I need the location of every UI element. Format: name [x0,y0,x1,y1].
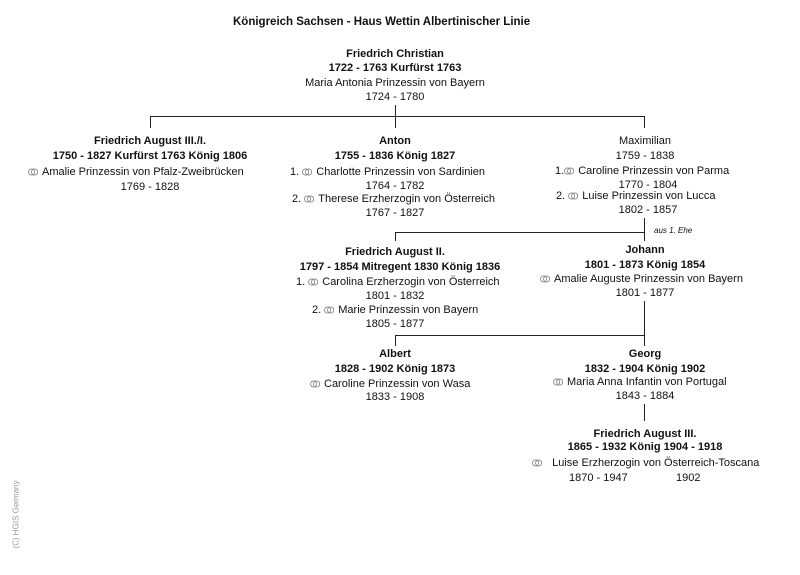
person-name: Maximilian [619,135,671,147]
marriage-rings-icon [308,278,319,286]
marriage-number: 2. [312,304,322,316]
person-dates: 1801 - 1873 König 1854 [584,259,706,271]
spouse-dates: 1770 - 1804 [618,179,678,191]
spouse-name: Caroline Prinzessin von Wasa [324,378,471,390]
marriage-rings-icon [310,380,320,388]
person-dates: 1722 - 1763 Kurfürst 1763 [328,62,462,74]
person-dates: 1832 - 1904 König 1902 [584,363,706,375]
connector-line [644,218,645,241]
marriage-number: 1. [290,166,300,178]
spouse-name: Maria Antonia Prinzessin von Bayern [305,77,485,89]
person-name: Johann [625,244,665,256]
marriage-rings-icon [564,167,575,175]
spouse-name: Therese Erzherzogin von Österreich [318,193,495,205]
marriage-number: 1. [555,165,565,177]
connector-line [395,335,645,336]
page-title: Königreich Sachsen - Haus Wettin Alberti… [233,16,531,28]
connector-line [150,116,645,117]
person-name: Friedrich August III. [593,428,697,440]
connector-line [644,116,645,128]
person-dates: 1865 - 1932 König 1904 - 1918 [567,441,723,453]
marriage-rings-icon [532,459,542,467]
marriage-number: 1. [296,276,306,288]
person-name: Georg [628,348,662,360]
connector-line [150,116,151,128]
marriage-rings-icon [304,195,315,203]
spouse-dates: 1767 - 1827 [365,207,425,219]
marriage-rings-icon [540,275,550,283]
connector-line [395,116,396,128]
spouse-dates: 1870 - 1947 [569,472,628,484]
spouse-name: Caroline Prinzessin von Parma [578,165,730,177]
spouse-name: Luise Prinzessin von Lucca [582,190,716,202]
spouse-dates: 1805 - 1877 [365,318,425,330]
marriage-number: 2. [292,193,302,205]
person-name: Albert [379,348,411,360]
marriage-rings-icon [28,168,38,176]
divorce-year: 1902 [676,472,701,484]
marriage-number: 2. [556,190,566,202]
spouse-name: Marie Prinzessin von Bayern [338,304,479,316]
spouse-name: Amalie Auguste Prinzessin von Bayern [554,273,743,285]
connector-line [644,301,645,346]
spouse-dates: 1802 - 1857 [618,204,678,216]
marriage-note: aus 1. Ehe [654,226,693,235]
spouse-dates: 1843 - 1884 [615,390,675,402]
person-name: Friedrich Christian [346,48,444,60]
spouse-name: Luise Erzherzogin von Österreich-Toscana [552,457,760,469]
marriage-rings-icon [568,192,579,200]
marriage-rings-icon [553,378,563,386]
spouse-dates: 1769 - 1828 [120,181,180,193]
person-name: Friedrich August II. [345,246,445,258]
person-dates: 1759 - 1838 [615,150,675,162]
person-dates: 1750 - 1827 Kurfürst 1763 König 1806 [52,150,248,162]
spouse-dates: 1801 - 1877 [615,287,675,299]
connector-line [395,232,396,241]
spouse-dates: 1764 - 1782 [365,180,425,192]
person-dates: 1797 - 1854 Mitregent 1830 König 1836 [299,261,501,273]
person-name: Friedrich August III./I. [93,135,207,147]
connector-line [395,105,396,116]
spouse-name: Amalie Prinzessin von Pfalz-Zweibrücken [42,166,244,178]
spouse-dates: 1724 - 1780 [365,91,425,103]
person-dates: 1828 - 1902 König 1873 [334,363,456,375]
connector-line [395,232,645,233]
marriage-rings-icon [324,306,335,314]
spouse-name: Charlotte Prinzessin von Sardinien [316,166,486,178]
person-dates: 1755 - 1836 König 1827 [334,150,456,162]
connector-line [395,335,396,346]
person-name: Anton [379,135,411,147]
connector-line [644,404,645,421]
marriage-rings-icon [302,168,313,176]
spouse-name: Maria Anna Infantin von Portugal [567,376,727,388]
spouse-dates: 1833 - 1908 [365,391,425,403]
spouse-name: Carolina Erzherzogin von Österreich [322,276,500,288]
spouse-dates: 1801 - 1832 [365,290,425,302]
copyright-notice: (C) HGIS Germany [11,480,21,549]
